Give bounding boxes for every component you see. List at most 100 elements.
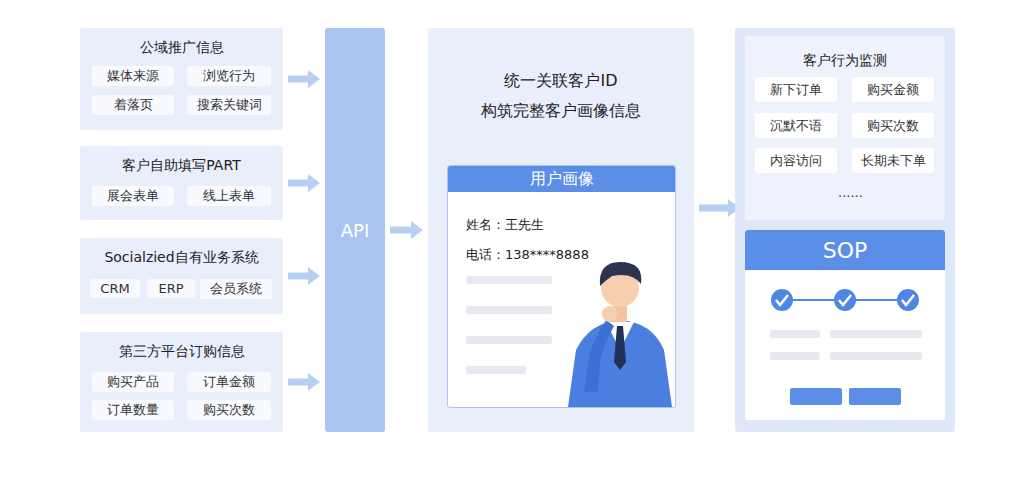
api-label: API [341,220,369,241]
placeholder-lines [466,276,552,374]
field-chip: ERP [147,279,195,298]
panel-title-wrap: 统一关联客户ID 构筑完整客户画像信息 [428,66,694,126]
api-label-wrap: API [325,28,385,432]
sop-lines [770,330,922,360]
chip-text: 购买次数 [203,401,255,419]
chip-text-wrap: 购买金额 [852,77,934,102]
flow-arrow [699,199,740,217]
profile-field: 电话：138****8888 [466,247,589,262]
arrow-shaft [390,227,413,234]
panel-title: 客户行为监测 [803,52,887,68]
chip-text-wrap: 购买产品 [92,372,174,392]
arrow-shaft [699,205,730,212]
sop-steps [771,289,919,311]
chip-text: 展会表单 [107,187,159,205]
arrow-shaft [288,180,310,187]
field-chip: 展会表单 [92,186,174,206]
panel-title: Socialzied自有业务系统 [104,249,258,265]
chip-text-wrap: 着落页 [92,95,174,115]
sop-header: SOP [823,238,868,263]
card-header: 用户画像 [530,169,594,190]
chip-text-wrap: CRM [90,279,140,298]
ellipsis-label: ...... [838,185,863,200]
flow-arrow [288,70,320,88]
chip-text-wrap: 浏览行为 [187,66,271,86]
panel-title: 第三方平台订购信息 [119,343,245,359]
chip-text: 着落页 [114,96,153,114]
behavior-chip: 内容访问 [755,148,837,173]
panel-title-wrap: 公域推广信息 [80,37,283,57]
chip-text-wrap: 线上表单 [187,186,271,206]
flow-arrow [288,174,320,192]
flow-arrow [390,221,423,239]
chip-text: 媒体来源 [107,67,159,85]
behavior-chip: 长期未下单 [852,148,934,173]
field-chip: 会员系统 [200,279,272,299]
chip-text-wrap: ERP [147,279,195,298]
chip-text-wrap: 内容访问 [755,148,837,173]
chip-text: 订单数量 [107,401,159,419]
arrow-shaft [288,379,310,386]
field-chip: 订单金额 [187,372,271,392]
chip-text-wrap: 购买次数 [187,400,271,420]
behavior-chip: 购买次数 [852,113,934,138]
sop-card: SOP [745,230,945,420]
panel-title-wrap: Socialzied自有业务系统 [80,247,283,267]
field-chip: 购买次数 [187,400,271,420]
field-chip: 着落页 [92,95,174,115]
chip-text: 长期未下单 [861,152,926,170]
chip-text: ERP [158,281,183,296]
field-chip: 线上表单 [187,186,271,206]
field-chip: 订单数量 [92,400,174,420]
panel-title: 客户自助填写PART [122,157,240,173]
chip-text: 订单金额 [203,373,255,391]
chip-text: 购买金额 [867,81,919,99]
profile-field-wrap: 姓名：王先生 [466,214,544,234]
chip-text: 购买产品 [107,373,159,391]
chip-text: 内容访问 [770,152,822,170]
sop-buttons [790,388,901,405]
chip-text: 购买次数 [867,117,919,135]
arrow-head [411,221,423,239]
chip-text: 线上表单 [203,187,255,205]
chip-text-wrap: 订单金额 [187,372,271,392]
source-panel: 公域推广信息媒体来源 浏览行为着落页 搜索关键词 [80,28,283,130]
field-chip: 搜索关键词 [187,95,271,115]
sop-header-wrap: SOP [745,230,945,270]
chip-text: 新下订单 [770,81,822,99]
person-illustration [568,262,672,407]
chip-text-wrap: 购买次数 [852,113,934,138]
chip-text: 浏览行为 [203,67,255,85]
arrow-head [308,373,320,391]
panel-title: 统一关联客户ID 构筑完整客户画像信息 [461,66,661,126]
chip-text-wrap: 长期未下单 [852,148,934,173]
chip-text: 搜索关键词 [197,96,262,114]
panel-title-wrap: 客户行为监测 [745,50,945,70]
field-chip: 媒体来源 [92,66,174,86]
behavior-chip: 新下订单 [755,77,837,102]
field-chip: 浏览行为 [187,66,271,86]
chip-text-wrap: 会员系统 [200,279,272,299]
flow-arrow [288,267,320,285]
panel-title-wrap: 客户自助填写PART [80,155,283,175]
arrow-head [308,267,320,285]
chip-text-wrap: 新下订单 [755,77,837,102]
chip-text-wrap: 沉默不语 [755,113,837,138]
profile-card: 用户画像姓名：王先生电话：138****8888 [447,165,676,408]
chip-text-wrap: 媒体来源 [92,66,174,86]
field-chip: CRM [90,279,140,298]
api-bar: API [325,28,385,432]
panel-title: 公域推广信息 [140,39,224,55]
profile-field: 姓名：王先生 [466,217,544,232]
profile-field-wrap: 电话：138****8888 [466,244,589,264]
field-chip: 购买产品 [92,372,174,392]
chip-text-wrap: 搜索关键词 [187,95,271,115]
panel-title-wrap: 第三方平台订购信息 [80,341,283,361]
chip-text: 会员系统 [210,280,262,298]
arrow-head [308,174,320,192]
chip-text: CRM [100,281,129,296]
ellipsis-label-wrap: ...... [838,182,863,201]
behavior-chip: 购买金额 [852,77,934,102]
chip-text-wrap: 展会表单 [92,186,174,206]
